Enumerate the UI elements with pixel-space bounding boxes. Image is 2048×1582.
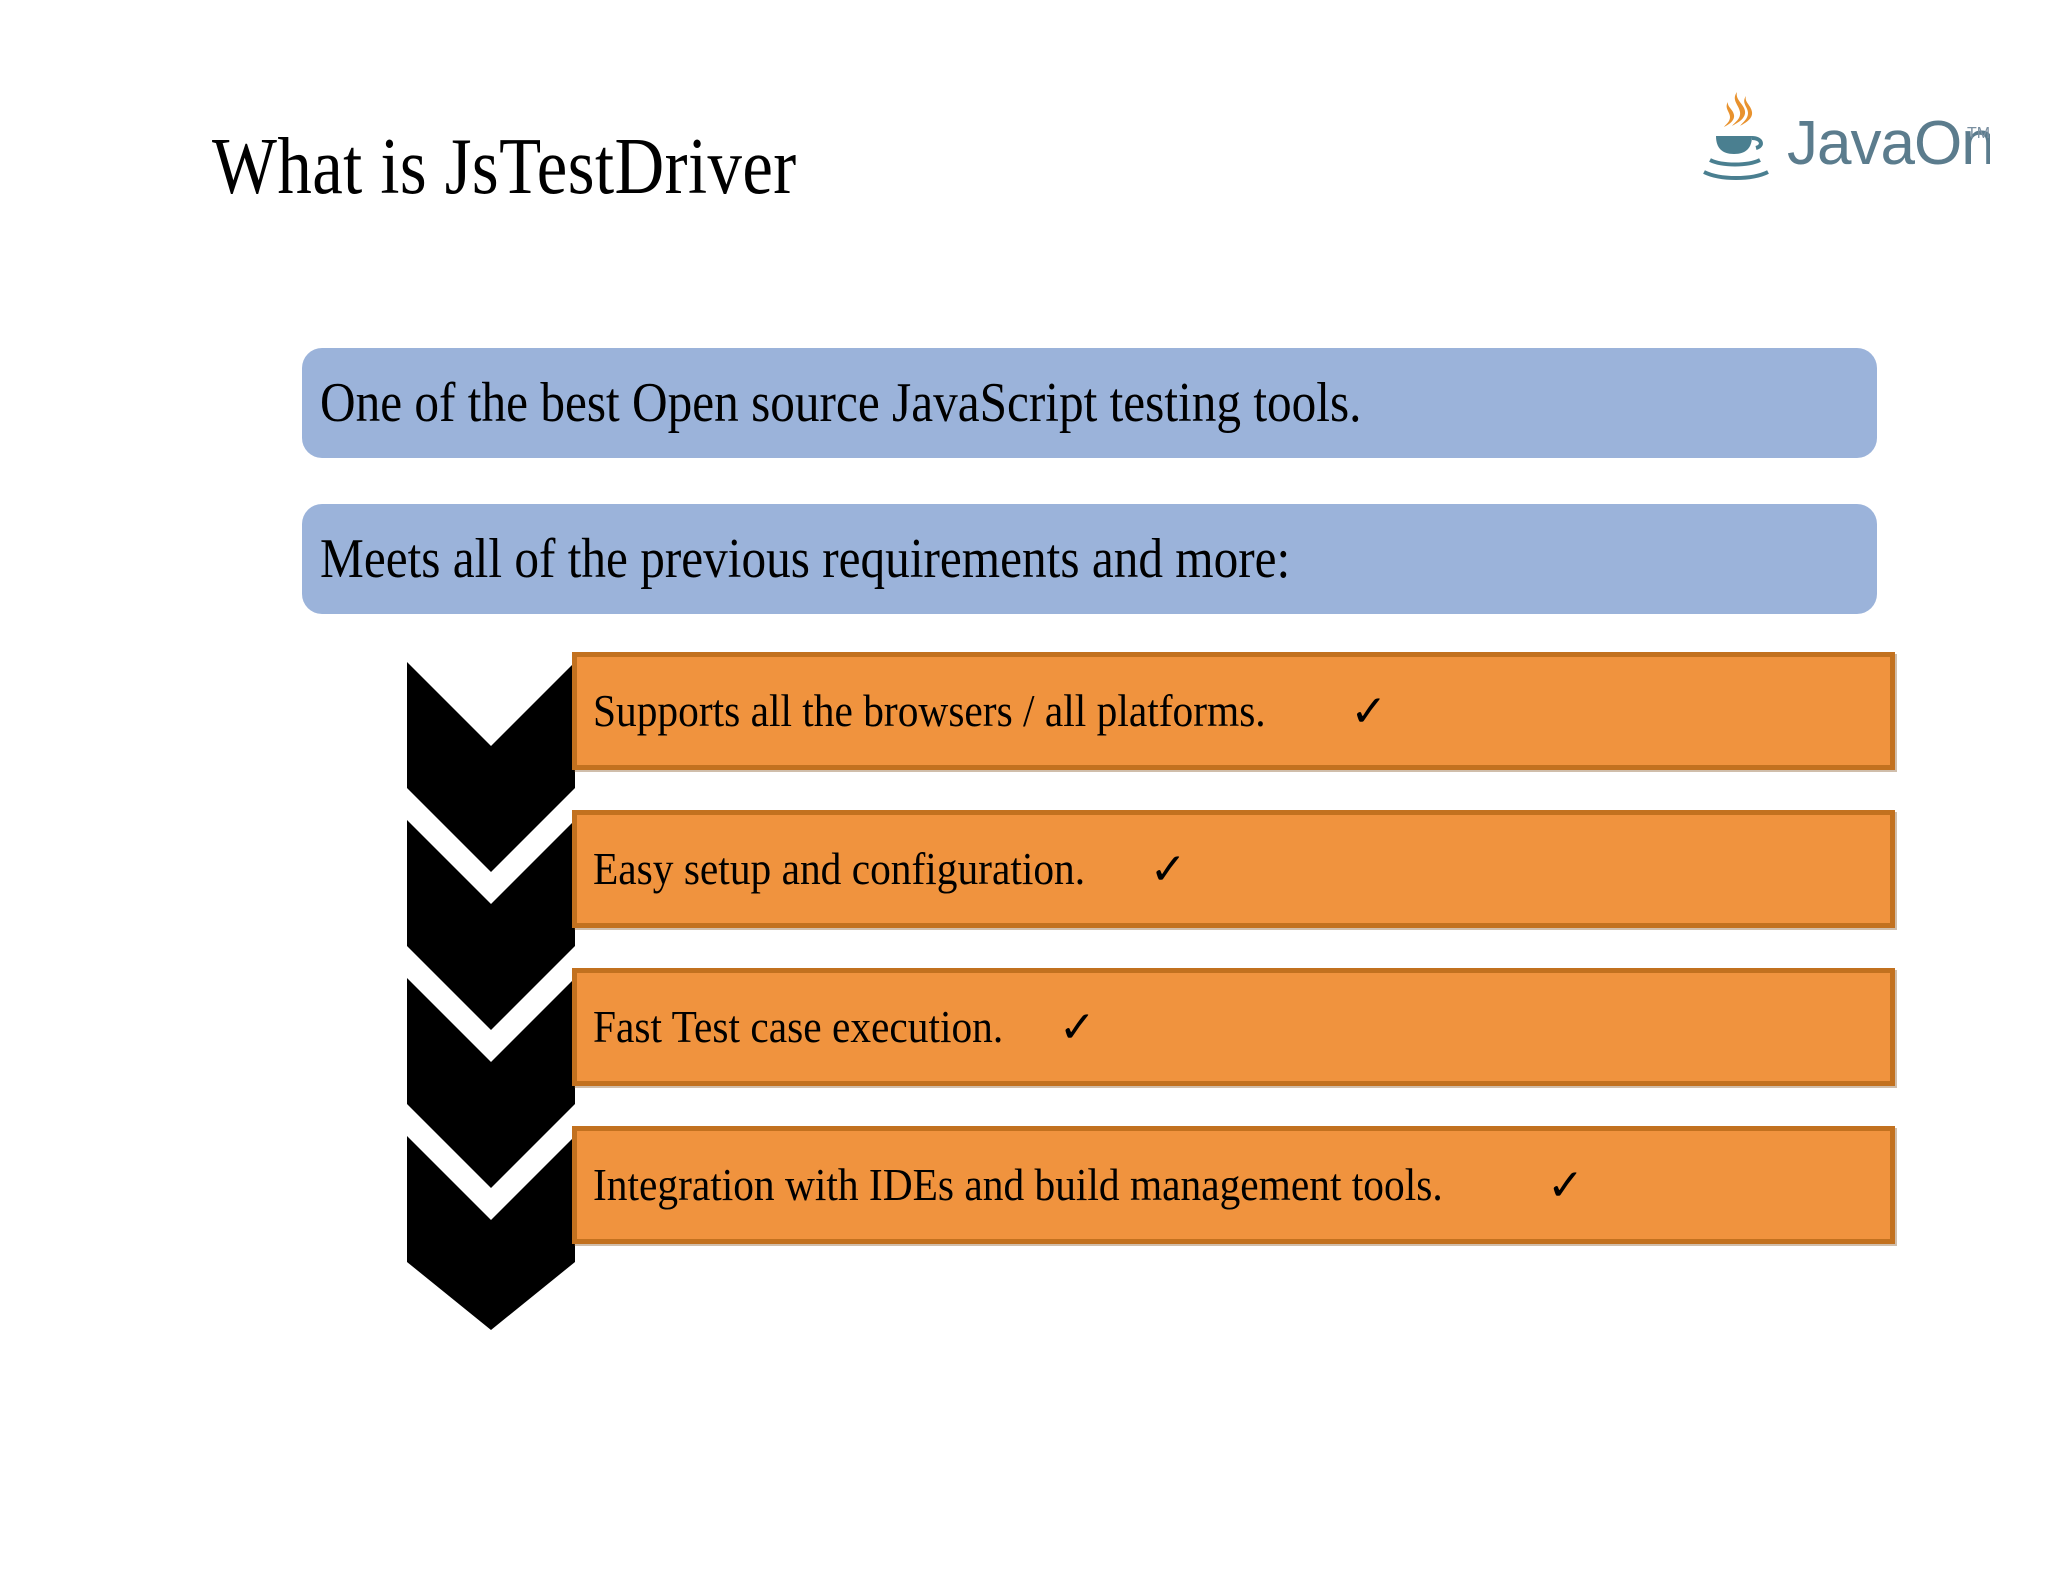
banner-text-2: Meets all of the previous requirements a… <box>320 528 1291 590</box>
feature-box-4: Integration with IDEs and build manageme… <box>572 1126 1895 1244</box>
feature-text-4: Integration with IDEs and build manageme… <box>593 1159 1443 1210</box>
java-steam-icon <box>1724 92 1753 127</box>
feature-text-1: Supports all the browsers / all platform… <box>593 685 1266 736</box>
check-icon-2: ✓ <box>1149 843 1187 895</box>
javaone-logo: JavaOne TM <box>1690 86 1990 196</box>
page-title: What is JsTestDriver <box>212 123 797 211</box>
chevron-down-icon-1 <box>407 662 575 872</box>
check-icon-4: ✓ <box>1547 1159 1584 1211</box>
chevron-arrow-stack <box>407 660 575 1332</box>
feature-text-2: Easy setup and configuration. <box>593 843 1086 894</box>
feature-box-2: Easy setup and configuration. ✓ <box>572 810 1895 928</box>
chevron-down-icon-2 <box>407 820 575 1030</box>
javaone-wordmark: JavaOne <box>1787 109 1990 178</box>
chevron-down-icon-3 <box>407 978 575 1188</box>
banner-text-1: One of the best Open source JavaScript t… <box>320 372 1362 434</box>
check-icon-3: ✓ <box>1058 1001 1096 1053</box>
chevron-down-icon-4 <box>407 1136 575 1330</box>
chevron-arrow-stack-svg <box>407 662 575 1330</box>
java-cup-icon <box>1703 136 1769 180</box>
banner-box-1: One of the best Open source JavaScript t… <box>302 348 1877 458</box>
javaone-logo-svg: JavaOne TM <box>1703 92 1990 180</box>
feature-box-3: Fast Test case execution. ✓ <box>572 968 1895 1086</box>
feature-text-3: Fast Test case execution. <box>593 1001 1004 1052</box>
javaone-trademark: TM <box>1967 125 1990 142</box>
feature-box-1: Supports all the browsers / all platform… <box>572 652 1895 770</box>
check-icon-1: ✓ <box>1350 685 1388 737</box>
banner-box-2: Meets all of the previous requirements a… <box>302 504 1877 614</box>
